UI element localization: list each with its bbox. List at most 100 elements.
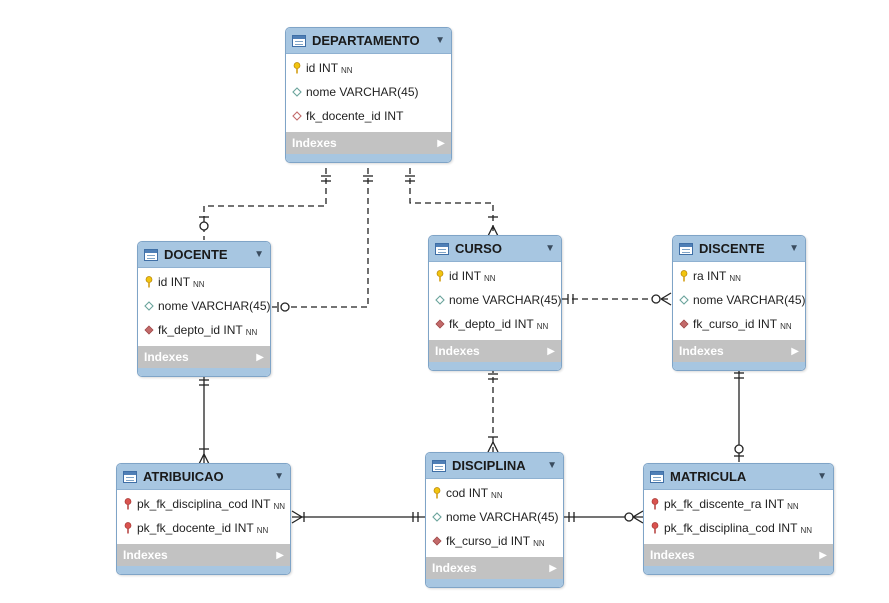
rel-departamento-docente-nome[interactable] bbox=[272, 168, 369, 308]
column-type: VARCHAR(45) bbox=[726, 293, 806, 307]
not-null-flag: NN bbox=[193, 279, 205, 289]
column-name: fk_curso_id bbox=[693, 317, 755, 331]
column-name: pk_fk_docente_id bbox=[137, 521, 232, 535]
entity-header[interactable]: DISCENTE ▼ bbox=[673, 236, 805, 262]
column-name: nome bbox=[449, 293, 480, 307]
column-name: ra bbox=[693, 269, 704, 283]
column-type: VARCHAR(45) bbox=[479, 510, 559, 524]
column-diamond-icon bbox=[432, 511, 442, 523]
expand-arrow-icon[interactable]: ▶ bbox=[791, 345, 799, 357]
column-name: fk_curso_id bbox=[446, 534, 508, 548]
column-name: nome bbox=[158, 299, 189, 313]
table-icon bbox=[650, 470, 664, 483]
chevron-down-icon[interactable]: ▼ bbox=[789, 243, 799, 254]
not-null-flag: NN bbox=[536, 321, 549, 331]
column-row[interactable]: nome VARCHAR(45) bbox=[286, 80, 451, 104]
expand-arrow-icon[interactable]: ▶ bbox=[276, 549, 284, 561]
column-type: INT bbox=[318, 61, 339, 75]
table-icon bbox=[123, 470, 137, 483]
expand-arrow-icon[interactable]: ▶ bbox=[547, 345, 555, 357]
rel-departamento-docente[interactable] bbox=[203, 168, 327, 240]
chevron-down-icon[interactable]: ▼ bbox=[547, 460, 557, 471]
indexes-bar[interactable]: Indexes ▶ bbox=[138, 346, 270, 368]
entity-header[interactable]: MATRICULA ▼ bbox=[644, 464, 833, 490]
column-name: id bbox=[306, 61, 316, 75]
not-null-flag: NN bbox=[484, 273, 496, 283]
indexes-bar[interactable]: Indexes ▶ bbox=[426, 557, 563, 579]
table-icon bbox=[144, 248, 158, 261]
expand-arrow-icon[interactable]: ▶ bbox=[437, 137, 445, 149]
indexes-bar[interactable]: Indexes ▶ bbox=[644, 544, 833, 566]
column-type: INT bbox=[510, 534, 531, 548]
entity-footer bbox=[644, 566, 833, 574]
indexes-label: Indexes bbox=[123, 548, 168, 562]
column-type: INT bbox=[384, 109, 404, 123]
table-icon bbox=[679, 242, 693, 255]
entity-header[interactable]: DOCENTE ▼ bbox=[138, 242, 270, 268]
column-name: nome bbox=[446, 510, 477, 524]
chevron-down-icon[interactable]: ▼ bbox=[817, 471, 827, 482]
column-name: nome bbox=[693, 293, 724, 307]
entity-header[interactable]: DEPARTAMENTO ▼ bbox=[286, 28, 451, 54]
column-row[interactable]: nome VARCHAR(45) bbox=[673, 288, 805, 312]
column-row[interactable]: nome VARCHAR(45) bbox=[426, 505, 563, 529]
column-type: INT bbox=[764, 497, 785, 511]
table-icon bbox=[292, 34, 306, 47]
foreign-primary-key-icon bbox=[123, 498, 133, 510]
chevron-down-icon[interactable]: ▼ bbox=[254, 249, 264, 260]
entity-header[interactable]: DISCIPLINA ▼ bbox=[426, 453, 563, 479]
indexes-label: Indexes bbox=[144, 350, 189, 364]
foreign-key-diamond-icon bbox=[144, 324, 154, 336]
not-null-flag: NN bbox=[245, 327, 258, 337]
table-icon bbox=[432, 459, 446, 472]
entity-header[interactable]: ATRIBUICAO ▼ bbox=[117, 464, 290, 490]
indexes-bar[interactable]: Indexes ▶ bbox=[117, 544, 290, 566]
chevron-down-icon[interactable]: ▼ bbox=[274, 471, 284, 482]
column-type: INT bbox=[251, 497, 271, 511]
not-null-flag: NN bbox=[780, 321, 792, 331]
expand-arrow-icon[interactable]: ▶ bbox=[256, 351, 264, 363]
entity-title: MATRICULA bbox=[670, 469, 747, 484]
column-name: id bbox=[449, 269, 459, 283]
column-row[interactable]: fk_docente_id INT bbox=[286, 104, 451, 128]
entity-header[interactable]: CURSO ▼ bbox=[429, 236, 561, 262]
expand-arrow-icon[interactable]: ▶ bbox=[819, 549, 827, 561]
expand-arrow-icon[interactable]: ▶ bbox=[549, 562, 557, 574]
not-null-flag: NN bbox=[800, 525, 812, 535]
chevron-down-icon[interactable]: ▼ bbox=[435, 35, 445, 46]
indexes-bar[interactable]: Indexes ▶ bbox=[673, 340, 805, 362]
column-name: fk_depto_id bbox=[449, 317, 512, 331]
column-row[interactable]: nome VARCHAR(45) bbox=[429, 288, 561, 312]
rel-departamento-curso[interactable] bbox=[409, 168, 494, 236]
indexes-bar[interactable]: Indexes ▶ bbox=[429, 340, 561, 362]
column-type: VARCHAR(45) bbox=[482, 293, 562, 307]
chevron-down-icon[interactable]: ▼ bbox=[545, 243, 555, 254]
column-row[interactable]: nome VARCHAR(45) bbox=[138, 294, 270, 318]
indexes-bar[interactable]: Indexes ▶ bbox=[286, 132, 451, 154]
